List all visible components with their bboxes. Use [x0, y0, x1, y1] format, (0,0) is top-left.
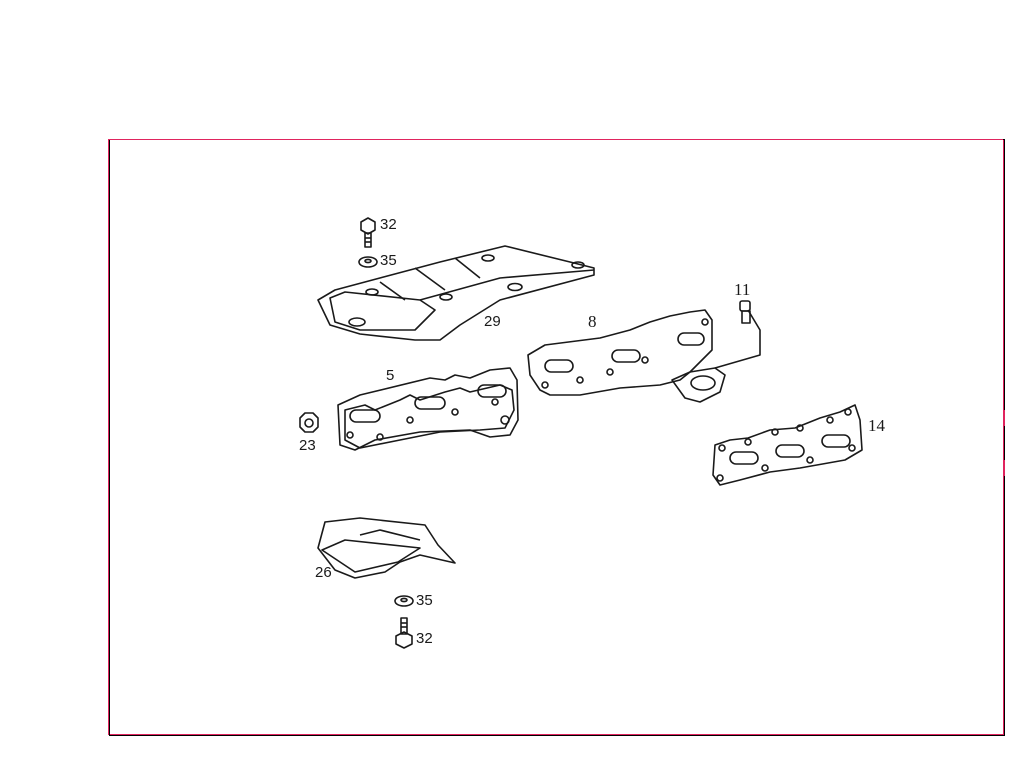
washer-icon[interactable]: [394, 595, 414, 607]
part-label-35: 35: [416, 592, 433, 609]
nut-icon[interactable]: [299, 412, 319, 433]
frame-accent-top: [108, 139, 1003, 140]
part-label-29: 29: [484, 313, 501, 330]
bolt-icon[interactable]: [360, 217, 376, 248]
sensor-icon[interactable]: [739, 300, 751, 324]
part-label-32: 32: [380, 216, 397, 233]
frame-accent-left: [108, 139, 109, 735]
exhaust-manifold-right-icon[interactable]: [527, 309, 761, 403]
part-label-8: 8: [588, 312, 597, 331]
part-label-14: 14: [868, 416, 885, 435]
bolt-icon[interactable]: [395, 617, 413, 649]
part-label-23: 23: [299, 437, 316, 454]
heat-shield-upper-icon[interactable]: [317, 245, 595, 341]
part-label-35: 35: [380, 252, 397, 269]
exhaust-manifold-left-icon[interactable]: [337, 367, 519, 451]
part-label-5: 5: [386, 367, 395, 384]
part-label-32: 32: [416, 630, 433, 647]
washer-icon[interactable]: [358, 256, 378, 268]
heat-shield-lower-icon[interactable]: [317, 517, 456, 579]
part-label-26: 26: [315, 564, 332, 581]
frame-marker: [1003, 410, 1005, 426]
frame-marker: [1003, 460, 1005, 476]
part-label-11: 11: [734, 280, 751, 299]
gasket-icon[interactable]: [712, 404, 863, 486]
